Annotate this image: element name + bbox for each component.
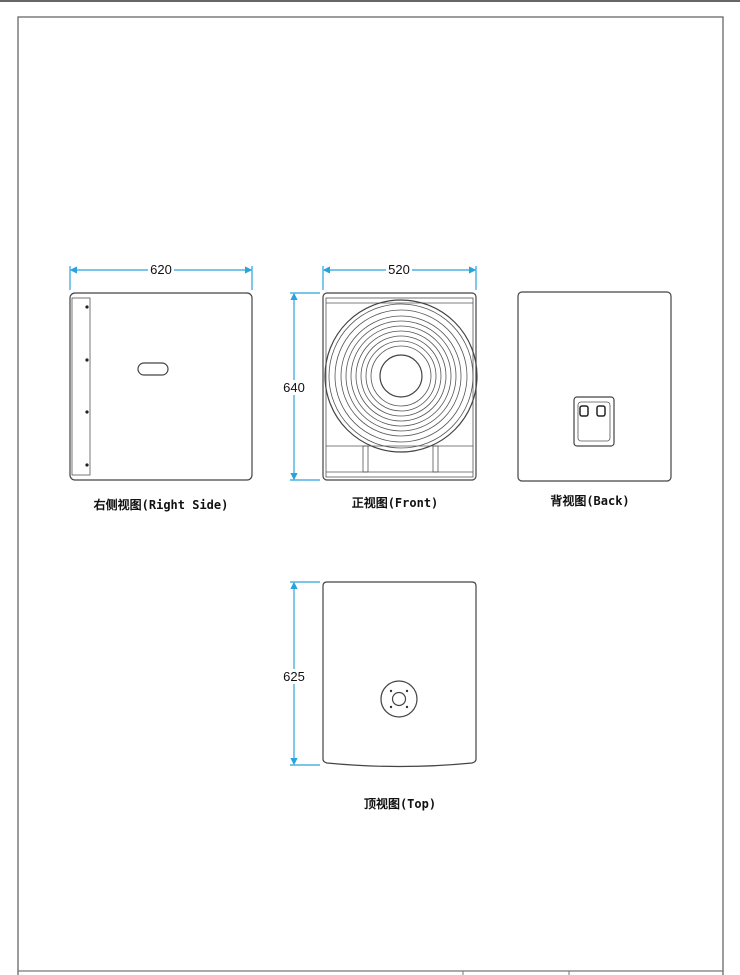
depth-dimension-label: 625 <box>283 669 305 684</box>
top-caption: 顶视图(Top) <box>364 796 436 811</box>
side-rail <box>71 297 91 476</box>
width-dimension-label: 620 <box>150 262 172 277</box>
height-dimension-label: 640 <box>283 380 305 395</box>
woofer-icon <box>324 299 478 453</box>
cabinet-outline <box>517 291 672 482</box>
right-side-view: 620 右侧视图(Right Side) <box>69 262 253 512</box>
cabinet-outline <box>322 581 477 768</box>
back-caption: 背视图(Back) <box>550 493 629 508</box>
right-side-caption: 右侧视图(Right Side) <box>93 497 229 512</box>
top-view: 625 顶视图(Top) <box>281 581 477 811</box>
drawing-frame <box>17 16 724 975</box>
front-view: 520 640 正视图(Front) <box>281 262 478 510</box>
pole-mount-icon <box>380 680 418 718</box>
speakon-connector-icon <box>596 405 606 417</box>
speakon-connector-icon <box>579 405 589 417</box>
back-view: 背视图(Back) <box>517 291 672 508</box>
cabinet-outline <box>69 292 253 481</box>
front-caption: 正视图(Front) <box>352 495 439 510</box>
handle-icon <box>137 362 169 376</box>
width-dimension-label: 520 <box>388 262 410 277</box>
connector-plate <box>573 396 615 447</box>
